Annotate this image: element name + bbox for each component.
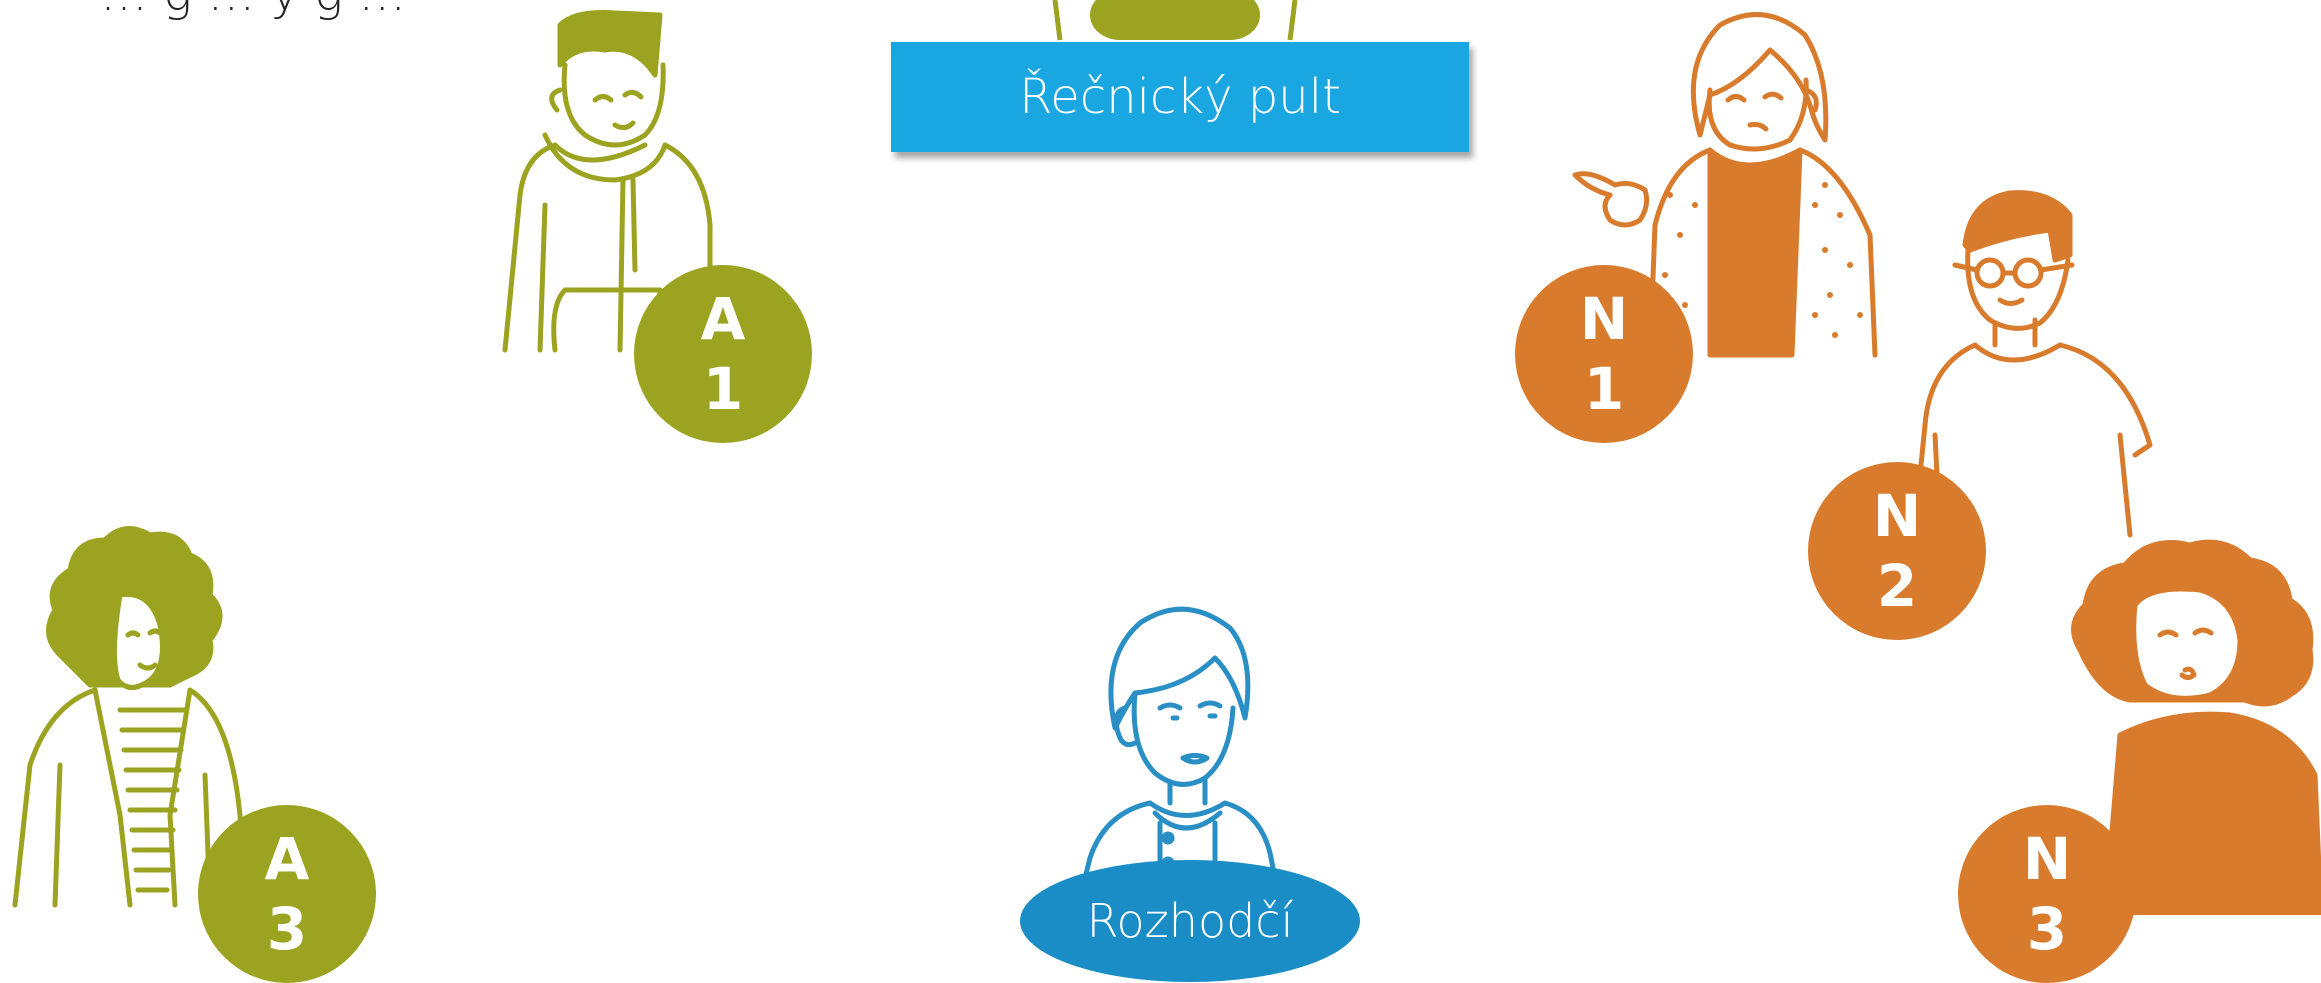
badge-n1-number: 1 (1583, 355, 1625, 423)
badge-n3-number: 3 (2026, 895, 2068, 963)
badge-a3-number: 3 (266, 895, 308, 963)
cropped-top-text: … g … y g … (100, 0, 406, 22)
judge-illustration (1055, 598, 1295, 878)
badge-a3-letter: A (264, 825, 310, 893)
badge-n2-letter: N (1872, 482, 1922, 550)
badge-a3: A 3 (198, 805, 376, 983)
badge-a1-number: 1 (702, 355, 744, 423)
badge-n2: N 2 (1808, 462, 1986, 640)
badge-n1-letter: N (1579, 285, 1629, 353)
badge-n3: N 3 (1958, 805, 2136, 983)
negative-speaker-1-illustration (1570, 5, 1890, 360)
judge-label: Rozhodčí (1020, 860, 1360, 982)
badge-n3-letter: N (2022, 825, 2072, 893)
affirmative-speaker-3-illustration (0, 515, 260, 915)
badge-n1: N 1 (1515, 265, 1693, 443)
podium-label: Řečnický pult (891, 42, 1469, 152)
affirmative-speaker-1-illustration (465, 5, 715, 360)
negative-speaker-3-illustration (2060, 535, 2321, 915)
badge-n2-number: 2 (1876, 552, 1918, 620)
badge-a1-letter: A (700, 285, 746, 353)
podium-speaker-illustration (1050, 0, 1300, 45)
badge-a1: A 1 (634, 265, 812, 443)
